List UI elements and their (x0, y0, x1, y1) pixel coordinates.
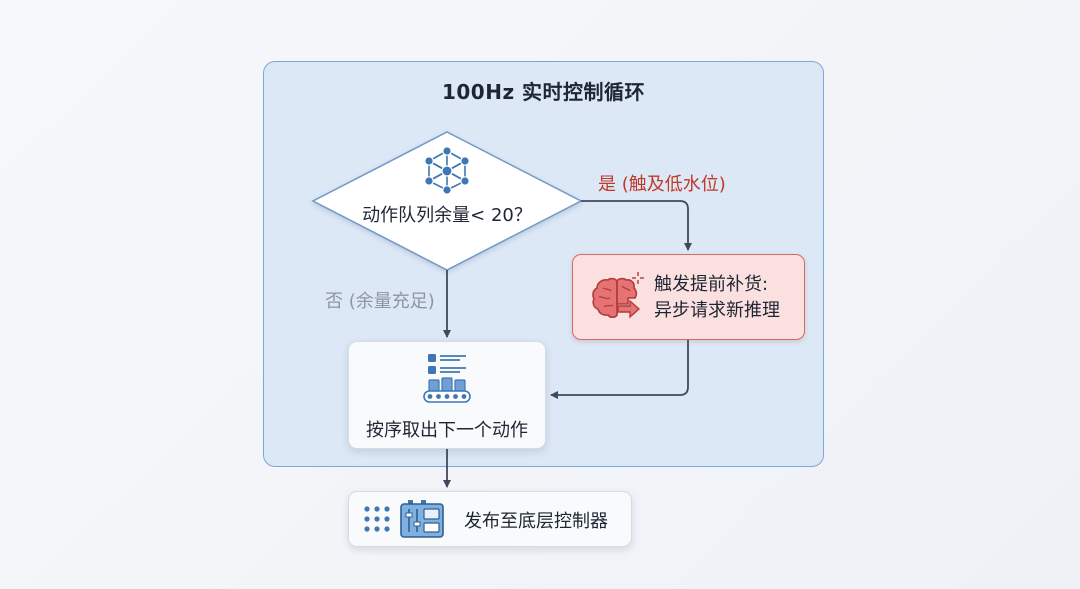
refill-line-1: 触发提前补货: (654, 274, 769, 295)
action-queue-conveyor-icon (423, 354, 471, 403)
publish-to-controller-box (348, 491, 632, 547)
brain-icon (592, 272, 644, 319)
controller-panel-icon (400, 500, 444, 538)
take-next-action-label: 按序取出下一个动作 (366, 420, 528, 441)
publish-label: 发布至底层控制器 (464, 511, 608, 532)
decision-label: 动作队列余量< 20？ (362, 205, 532, 226)
refill-return-arrow (550, 340, 689, 399)
refill-line-2: 异步请求新推理 (654, 300, 780, 321)
loop-title: 100Hz 实时控制循环 (441, 80, 646, 104)
yes-branch-label: 是 (触及低水位) (598, 174, 726, 195)
neural-network-icon (424, 146, 470, 195)
no-branch-label: 否 (余量充足) (325, 291, 435, 312)
refill-text: 触发提前补货: 异步请求新推理 (654, 272, 780, 324)
yes-branch-arrow (581, 200, 692, 251)
dot-grid-icon (364, 506, 390, 532)
